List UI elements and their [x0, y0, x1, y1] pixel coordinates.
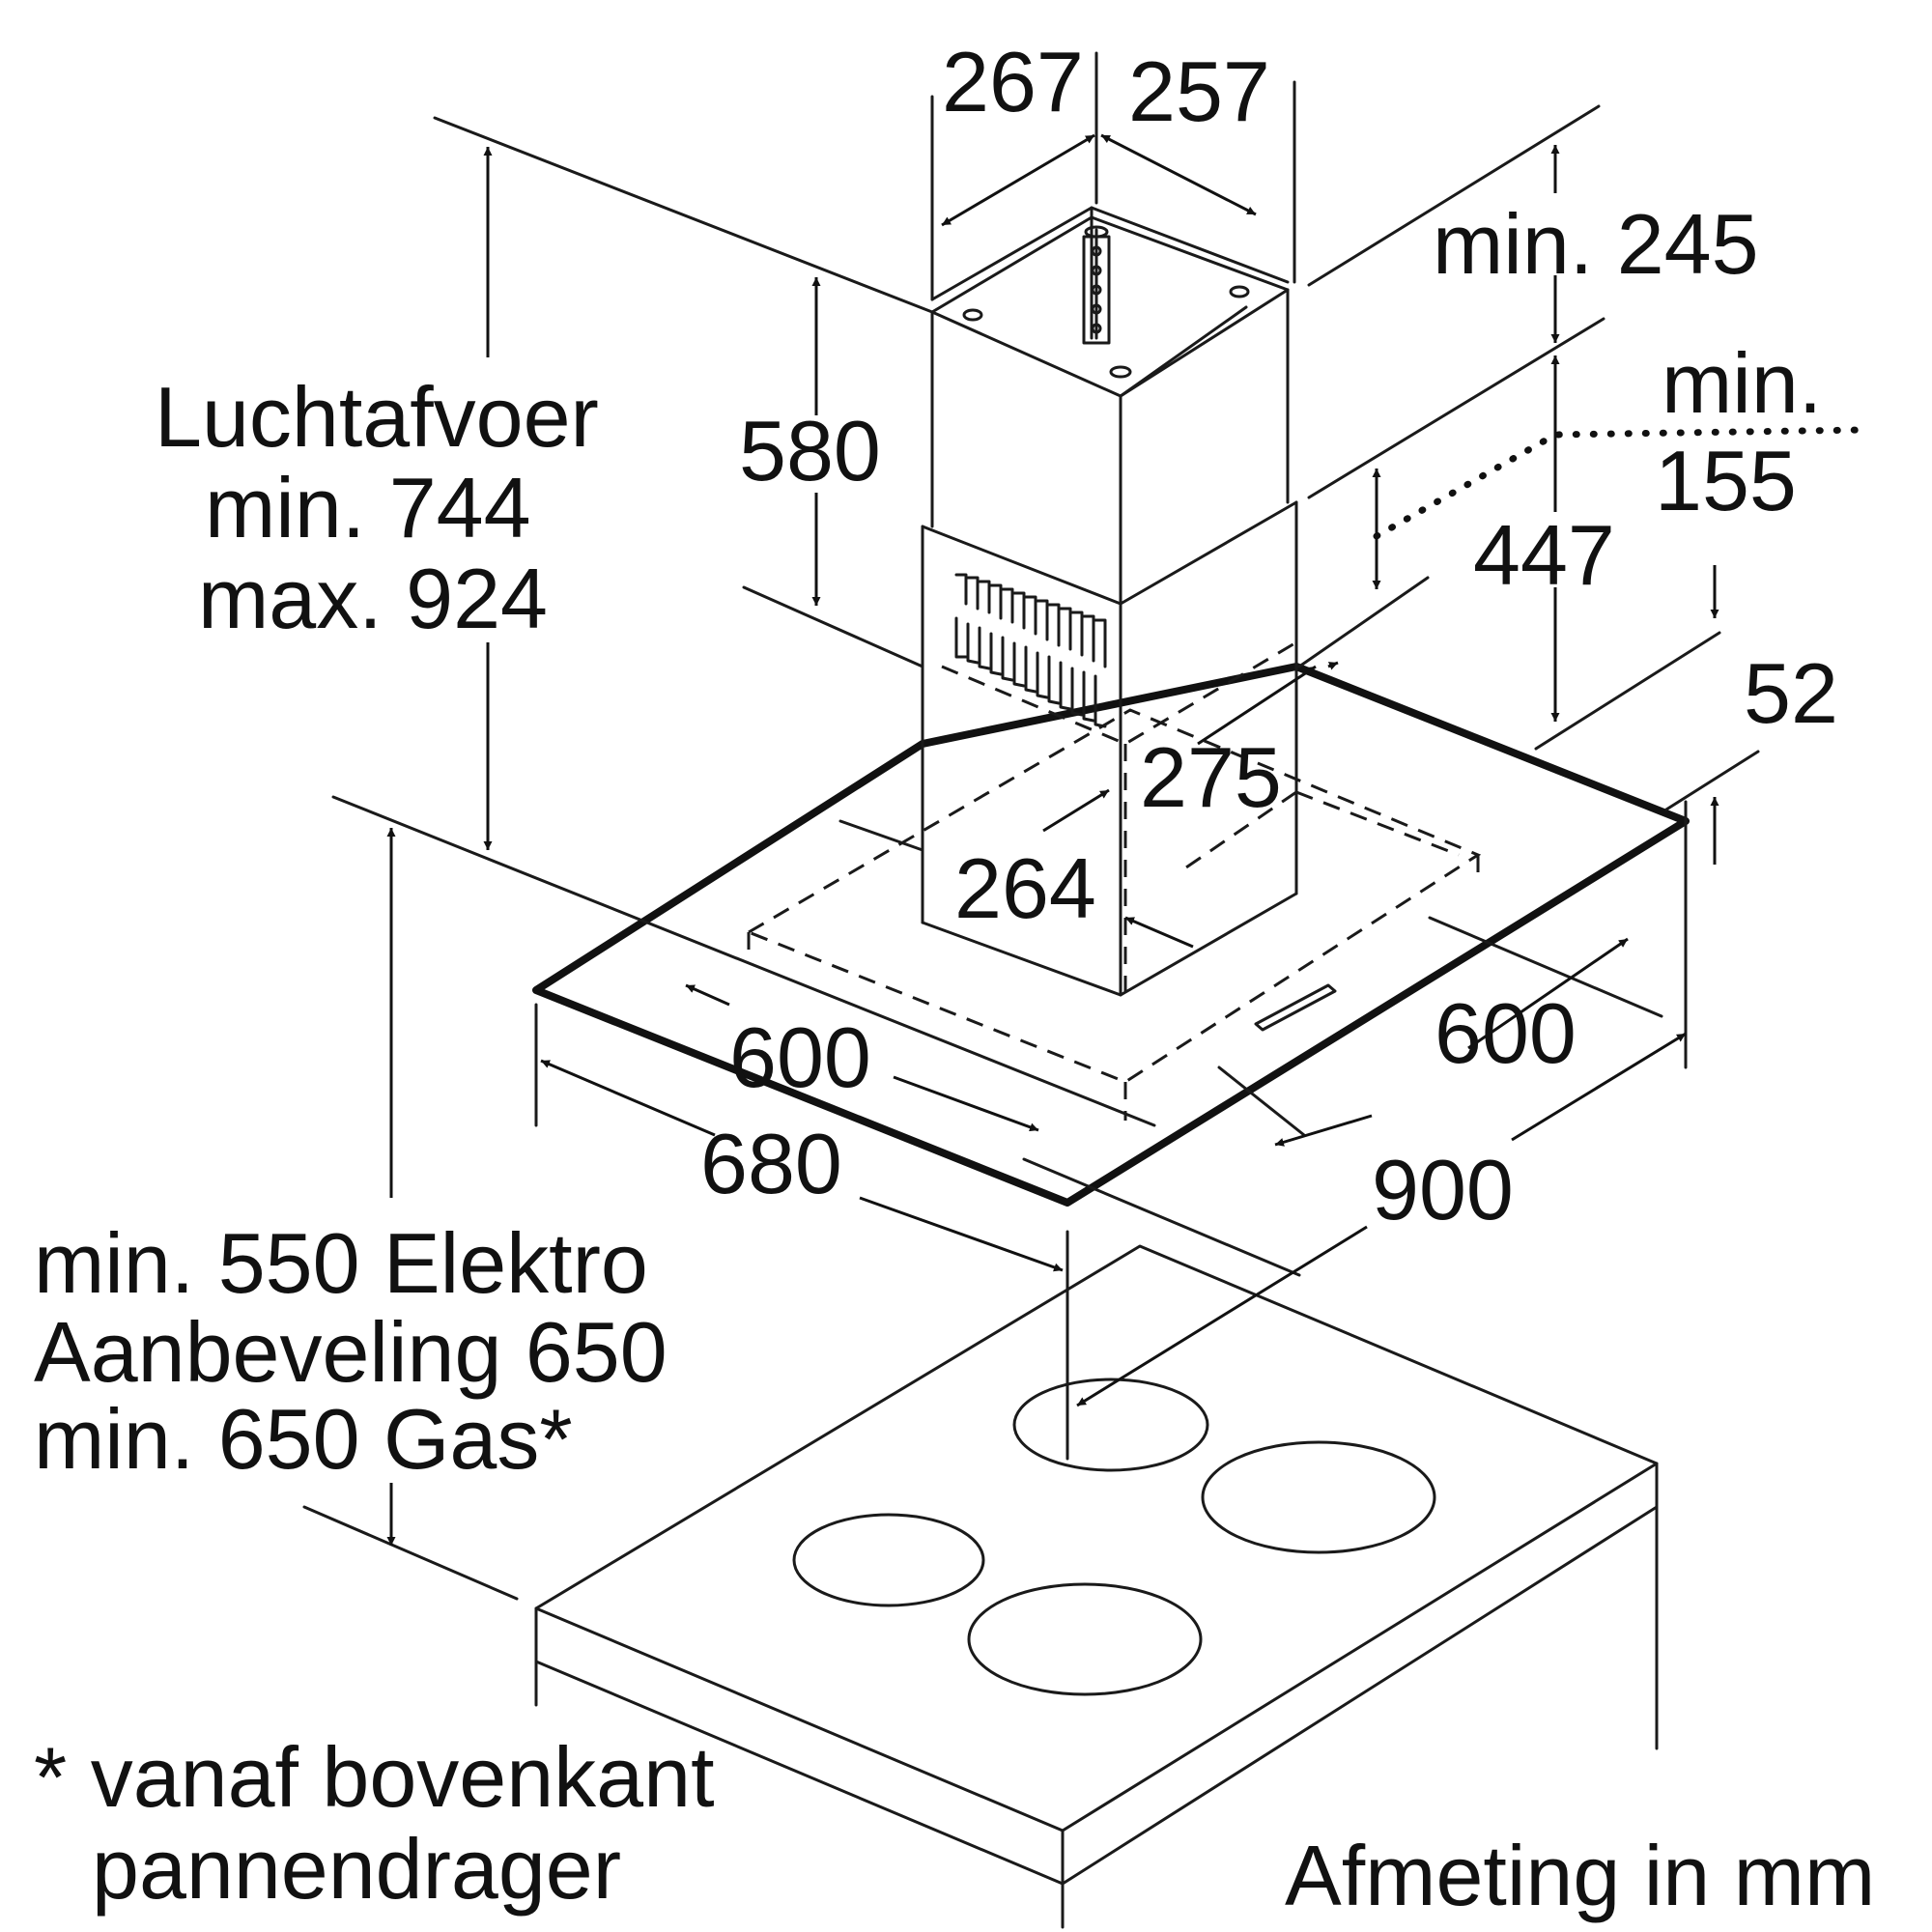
label-chimney-height-lower: 447: [1473, 507, 1615, 603]
control-panel: [1254, 983, 1337, 1032]
label-inner-front: 600: [729, 1009, 871, 1105]
burner-front-right: [1012, 1378, 1209, 1472]
dimension-lines: [302, 51, 1868, 1601]
label-inner-side: 600: [1435, 985, 1577, 1081]
label-chimney-depth: 275: [1140, 729, 1282, 825]
label-min-overlap-prefix: min.: [1662, 335, 1822, 431]
label-min-overlap-value: 155: [1655, 433, 1797, 528]
burner-back-right: [1201, 1440, 1436, 1554]
footnote-line2: pannendrager: [92, 1821, 621, 1917]
units-note: Afmeting in mm: [1285, 1828, 1875, 1923]
burner-back-left: [967, 1582, 1203, 1696]
label-air-outlet-title: Luchtafvoer: [155, 369, 599, 465]
footnote-line1: * vanaf bovenkant: [34, 1729, 715, 1825]
cooktop: [534, 1244, 1659, 1929]
label-chimney-width-side: 257: [1128, 43, 1270, 139]
label-hood-width: 900: [1372, 1142, 1514, 1237]
label-chimney-width-front: 267: [942, 34, 1084, 129]
dimension-labels: 267 257 Luchtafvoer min. 744 max. 924 58…: [34, 34, 1875, 1923]
label-chimney-width: 264: [954, 840, 1096, 936]
label-canopy-thickness: 52: [1744, 645, 1838, 741]
label-chimney-height-upper: 580: [739, 403, 881, 498]
label-clearance-gas: min. 650 Gas*: [34, 1391, 573, 1487]
label-air-outlet-min: min. 744: [205, 460, 531, 555]
ventilation-slots: [954, 573, 1107, 728]
burner-front-left: [792, 1513, 985, 1607]
label-hood-depth: 680: [700, 1116, 842, 1211]
label-air-outlet-max: max. 924: [198, 551, 548, 646]
fixing-bracket: [962, 225, 1250, 379]
label-clearance-electric: min. 550 Elektro: [34, 1215, 648, 1311]
label-clearance-recommended: Aanbeveling 650: [34, 1304, 668, 1400]
hood-canopy: [532, 640, 1690, 1207]
label-min-top: min. 245: [1433, 196, 1759, 292]
